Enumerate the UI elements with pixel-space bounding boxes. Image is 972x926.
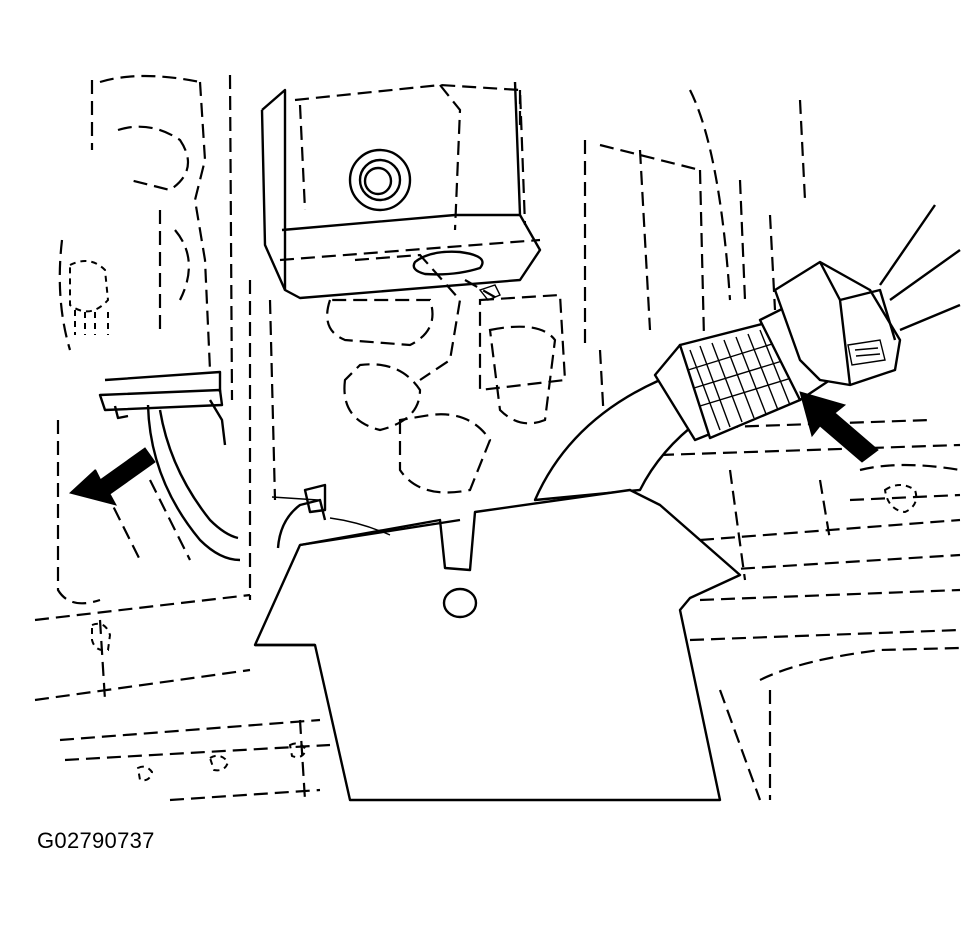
mount-bolt-icon bbox=[348, 148, 412, 212]
hidden-structure-lines bbox=[34, 74, 961, 802]
electrical-connector-icon bbox=[773, 204, 961, 387]
callout-arrow-left bbox=[68, 447, 156, 506]
callout-arrow-right bbox=[799, 391, 879, 463]
left-pipe-clamp bbox=[98, 370, 241, 562]
lower-crossmember bbox=[253, 483, 742, 802]
mounting-hole-icon bbox=[442, 587, 478, 619]
hose-connector-assembly bbox=[533, 204, 961, 502]
figure-code: G02790737 bbox=[37, 828, 155, 853]
upper-mount-bracket bbox=[260, 81, 542, 301]
